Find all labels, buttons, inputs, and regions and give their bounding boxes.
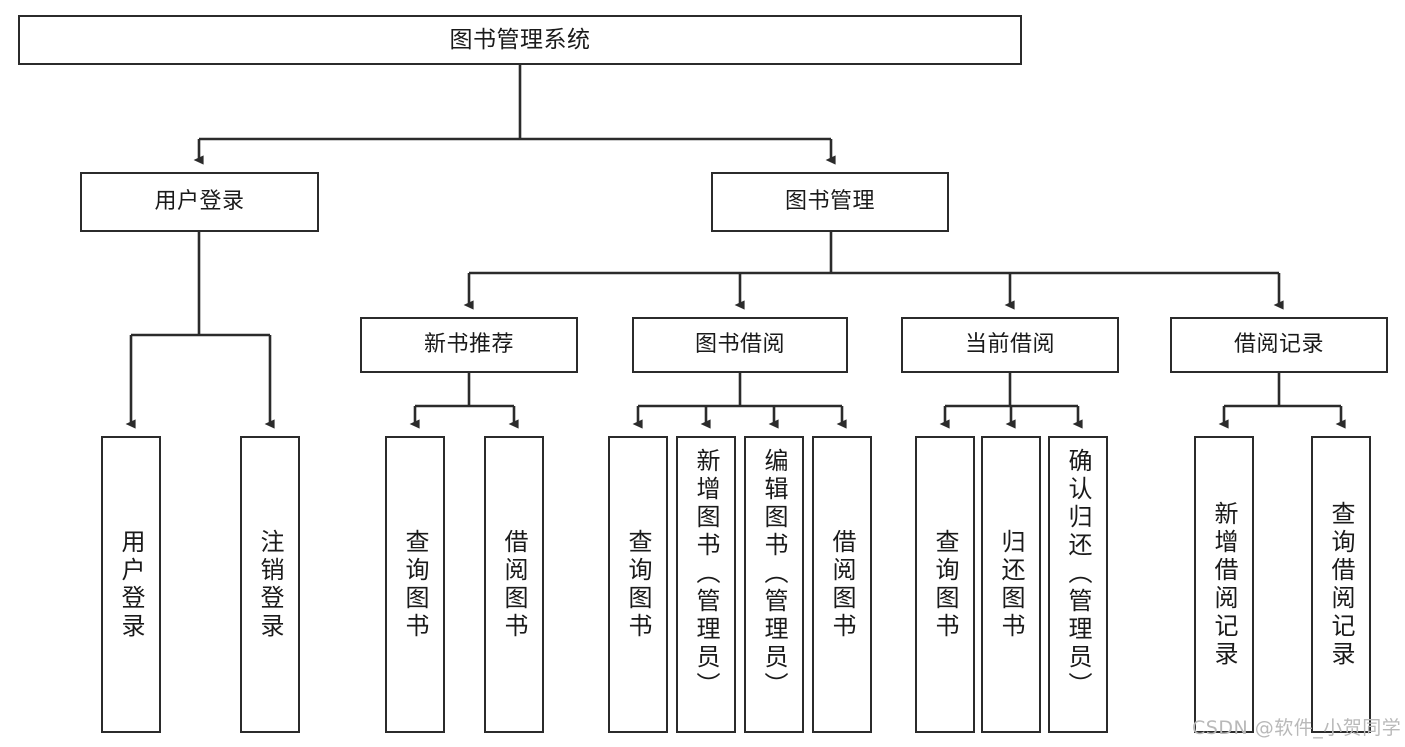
- node-label: 借阅记录: [1233, 332, 1324, 357]
- node-label: 用户登录: [154, 189, 245, 214]
- node-book-borrow[interactable]: 图书借阅: [632, 317, 848, 373]
- leaf-book-borrow-edit[interactable]: 编辑图书（管理员）: [744, 436, 804, 733]
- node-label: 查询图书: [401, 528, 429, 641]
- node-label: 注销登录: [256, 528, 284, 641]
- node-label: 查询图书: [931, 528, 959, 641]
- leaf-current-borrow-return[interactable]: 归还图书: [981, 436, 1041, 733]
- node-user-login[interactable]: 用户登录: [80, 172, 319, 232]
- leaf-new-book-query[interactable]: 查询图书: [385, 436, 445, 733]
- node-book-management[interactable]: 图书管理: [711, 172, 949, 232]
- node-label: 图书管理: [784, 189, 875, 214]
- leaf-current-borrow-confirm-return[interactable]: 确认归还（管理员）: [1048, 436, 1108, 733]
- node-label: 查询图书: [624, 528, 652, 641]
- node-label: 确认归还（管理员）: [1064, 448, 1092, 700]
- node-label: 借阅图书: [828, 528, 856, 641]
- node-root-book-management-system[interactable]: 图书管理系统: [18, 15, 1022, 65]
- leaf-book-borrow-lend[interactable]: 借阅图书: [812, 436, 872, 733]
- leaf-new-book-borrow[interactable]: 借阅图书: [484, 436, 544, 733]
- node-new-book-recommend[interactable]: 新书推荐: [360, 317, 578, 373]
- node-label: 编辑图书（管理员）: [760, 448, 788, 700]
- leaf-book-borrow-add[interactable]: 新增图书（管理员）: [676, 436, 736, 733]
- leaf-user-login-signout[interactable]: 注销登录: [240, 436, 300, 733]
- node-label: 用户登录: [117, 528, 145, 641]
- node-label: 新增借阅记录: [1210, 500, 1238, 669]
- node-borrow-record[interactable]: 借阅记录: [1170, 317, 1388, 373]
- node-current-borrow[interactable]: 当前借阅: [901, 317, 1119, 373]
- node-label: 借阅图书: [500, 528, 528, 641]
- node-label: 新书推荐: [423, 332, 514, 357]
- node-label: 图书借阅: [694, 332, 785, 357]
- watermark: CSDN @软件_小贺同学: [1192, 717, 1402, 739]
- leaf-current-borrow-query[interactable]: 查询图书: [915, 436, 975, 733]
- leaf-user-login-signin[interactable]: 用户登录: [101, 436, 161, 733]
- leaf-book-borrow-query[interactable]: 查询图书: [608, 436, 668, 733]
- node-label: 查询借阅记录: [1327, 500, 1355, 669]
- node-label: 当前借阅: [964, 332, 1055, 357]
- leaf-borrow-record-query[interactable]: 查询借阅记录: [1311, 436, 1371, 733]
- leaf-borrow-record-add[interactable]: 新增借阅记录: [1194, 436, 1254, 733]
- node-label: 归还图书: [997, 528, 1025, 641]
- node-label: 图书管理系统: [449, 26, 591, 53]
- node-label: 新增图书（管理员）: [692, 448, 720, 700]
